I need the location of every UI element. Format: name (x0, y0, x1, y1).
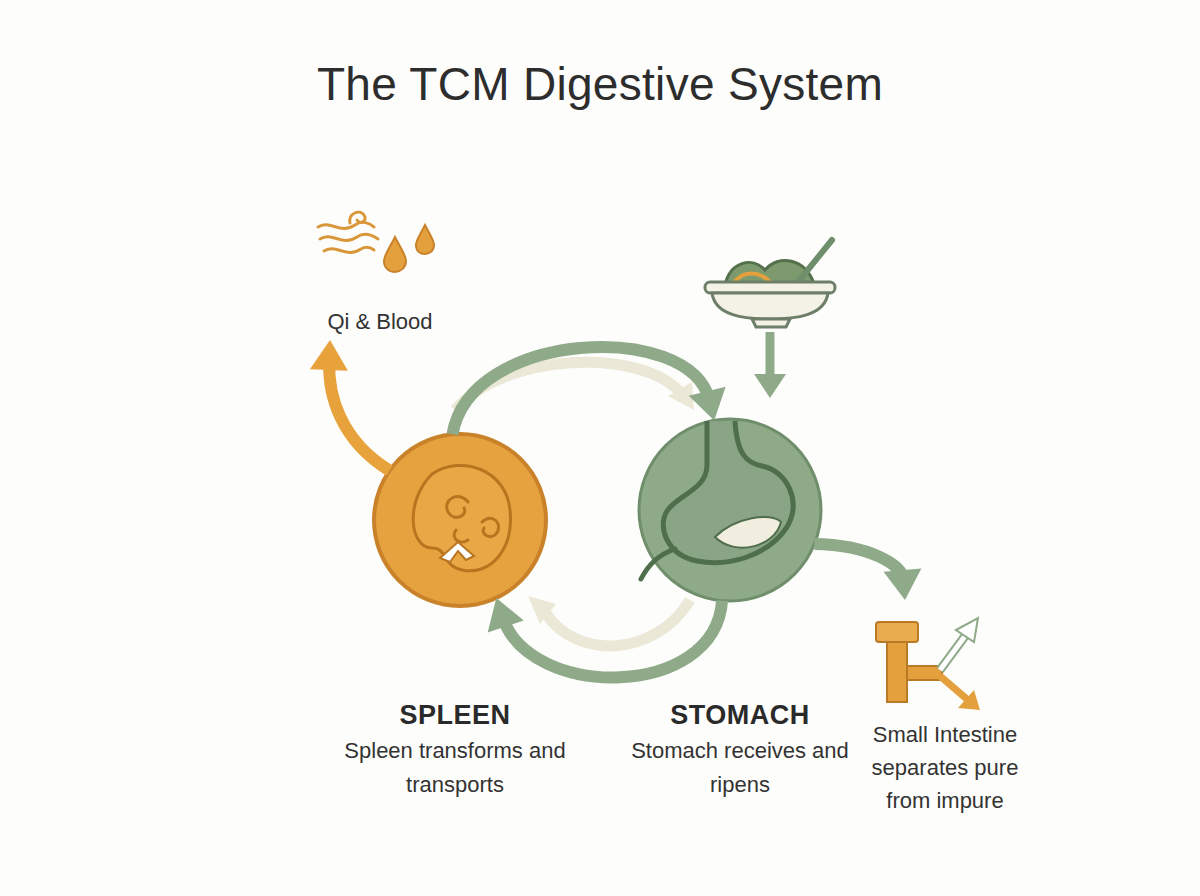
node-label: Qi & Blood (300, 305, 460, 338)
stomach-circle (635, 415, 825, 605)
pure-arrow (940, 632, 968, 670)
food-bowl (705, 240, 835, 327)
blood-drop (384, 237, 406, 272)
connector-arrow (453, 347, 726, 434)
pure-head (956, 618, 978, 642)
spleen-circle (370, 430, 550, 610)
impure-arrow (940, 676, 968, 700)
node-text-group: STOMACHStomach receives and ripens (620, 698, 860, 802)
bowl-body (712, 293, 828, 319)
connector-arrow (488, 598, 722, 678)
arrow-head (689, 387, 726, 421)
organ-swirl (454, 530, 468, 542)
food-arrow (754, 332, 786, 398)
wind-line (318, 222, 374, 228)
node-text-group: SPLEENSpleen transforms and transports (335, 698, 575, 802)
arrow-head (310, 340, 348, 371)
arrow-head (884, 568, 922, 600)
spleen-node: SPLEENSpleen transforms and transports (370, 430, 550, 610)
wind-swirl (350, 212, 365, 223)
connector-line (329, 361, 389, 471)
small-intestine-icon (850, 600, 1040, 815)
node-label: Small Intestine separates pure from impu… (850, 718, 1040, 817)
node-heading: SPLEEN (335, 698, 575, 732)
spleen-organ (413, 465, 510, 570)
qi-blood-node: Qi & Blood (300, 205, 460, 340)
pure-arrow (940, 632, 968, 670)
pale-arc (545, 600, 690, 646)
diagram-title: The TCM Digestive System (0, 56, 1200, 112)
tube-stem (887, 640, 907, 702)
pale-head (668, 382, 694, 410)
bowl-base (752, 319, 790, 327)
pale-arc (455, 362, 680, 410)
organ-hilum (440, 542, 474, 562)
duodenum (641, 549, 675, 579)
wind-line (324, 247, 374, 252)
small-intestine-node: Small Intestine separates pure from impu… (850, 600, 1040, 815)
node-text-group: Small Intestine separates pure from impu… (850, 718, 1040, 817)
node-heading: STOMACH (620, 698, 860, 732)
stomach-pouch (715, 517, 781, 548)
circle-outline (374, 434, 546, 606)
arrow-line (766, 332, 775, 378)
connector-arrow (814, 544, 921, 600)
impure-head (958, 690, 980, 710)
pale-head (528, 596, 556, 624)
circle-outline (639, 419, 821, 601)
bowl-rim (705, 282, 835, 293)
connector-line (503, 601, 722, 678)
node-label: Spleen transforms and transports (335, 734, 575, 802)
connector-arrow (310, 340, 390, 471)
stomach-node: STOMACHStomach receives and ripens (635, 415, 825, 605)
tube-cap (876, 622, 918, 642)
wind-line (320, 234, 378, 240)
connector-line (453, 347, 710, 434)
blood-drop (416, 225, 434, 254)
organ-swirl (447, 497, 468, 518)
stomach-organ (663, 421, 793, 563)
arrow-head (488, 598, 524, 632)
node-label: Stomach receives and ripens (620, 734, 860, 802)
organ-swirl (482, 518, 499, 536)
node-text-group: Qi & Blood (300, 305, 460, 338)
arrow-head (754, 374, 786, 398)
connector-line (814, 544, 903, 579)
tube-branch (907, 666, 942, 680)
spoon (798, 240, 832, 282)
